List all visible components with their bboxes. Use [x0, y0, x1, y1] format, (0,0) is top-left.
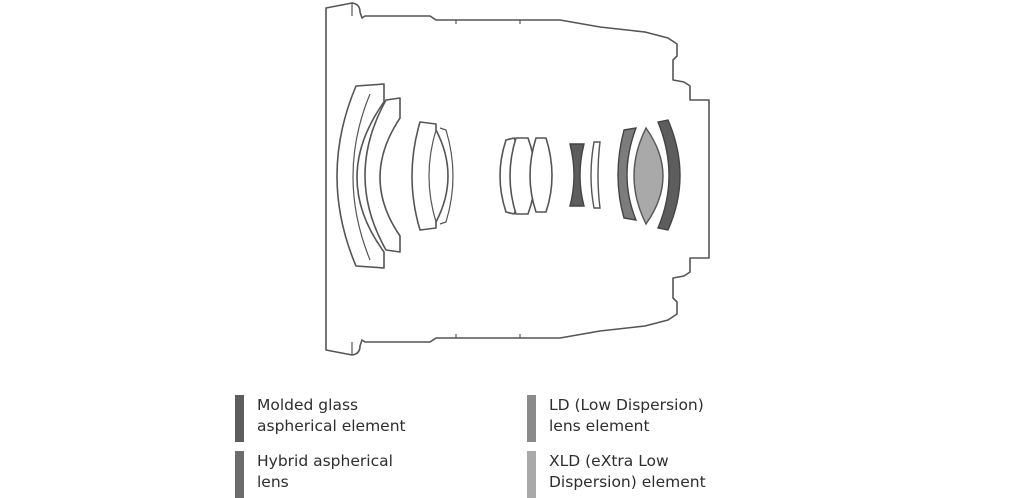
rear-ld-element [617, 127, 638, 221]
lens-cross-section-diagram [325, 2, 710, 356]
legend-swatch-hybrid [235, 451, 244, 498]
legend-ld: LD (Low Dispersion) lens element [527, 395, 767, 442]
legend-hybrid-aspherical: Hybrid aspherical lens [235, 451, 475, 498]
front-meniscus-lens-1 [336, 83, 385, 269]
legend-xld: XLD (eXtra Low Dispersion) element [527, 451, 767, 498]
legend-molded-glass-aspherical: Molded glass aspherical element [235, 395, 475, 442]
second-group-inner [428, 127, 454, 225]
second-group-lens [411, 121, 449, 231]
barrel-inner-detail [351, 3, 521, 355]
ld-element-middle [569, 143, 585, 207]
legend-label-xld: XLD (eXtra Low Dispersion) element [549, 452, 706, 491]
thin-element [590, 141, 601, 209]
legend-swatch-ld [527, 395, 536, 442]
legend-label-hybrid: Hybrid aspherical lens [257, 452, 393, 491]
front-meniscus-inner-line [352, 93, 371, 261]
rear-xld-element [633, 126, 664, 226]
legend-swatch-molded-glass [235, 395, 244, 442]
legend-label-ld: LD (Low Dispersion) lens element [549, 396, 704, 435]
front-meniscus-lens-2 [364, 97, 401, 253]
rear-aspherical-element [657, 119, 681, 231]
legend-label-molded-glass: Molded glass aspherical element [257, 396, 406, 435]
lens-barrel-outline [325, 2, 710, 356]
legend-swatch-xld [527, 451, 536, 498]
middle-lens-3 [529, 137, 553, 213]
